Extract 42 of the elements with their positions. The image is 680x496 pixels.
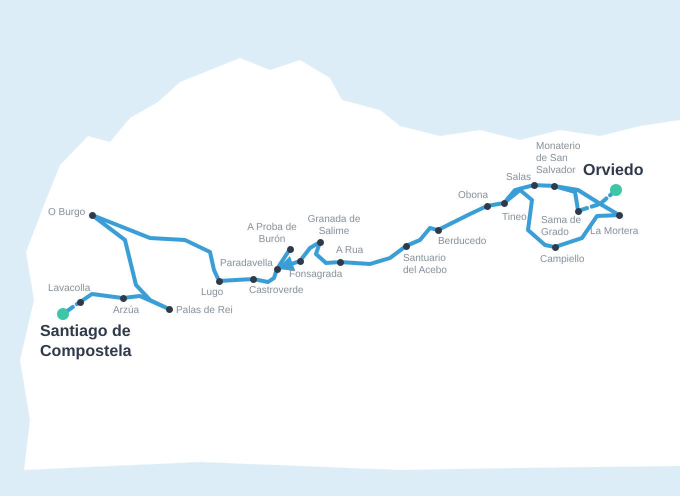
city-name: Orviedo [583,161,644,181]
route-line [220,277,252,283]
town-name: Sama de Grado [541,215,582,239]
route-line [555,185,580,210]
town-name: Santuario del Acebo [403,253,448,277]
town-name: Berducedo [438,236,486,248]
town-name: A Proba de Burón [247,222,297,246]
town-name: A Rua [336,245,364,257]
route-line [93,214,220,280]
town-name: Lugo [201,287,224,299]
route-line [276,250,290,268]
route-line [488,202,503,208]
route-line [80,292,122,302]
town-name: Paradavella [220,258,273,270]
route-line [342,246,406,266]
route-line [278,256,299,272]
route-line [579,192,614,212]
town-name: Fonsagrada [289,269,342,281]
town-name: Campiello [540,254,584,266]
route-line [504,188,554,248]
town-name: Castroverde [249,285,304,297]
town-name: Granada de Salime [306,214,362,238]
route-line [314,243,338,265]
route-line [536,183,552,188]
route-line [300,242,319,260]
town-name: Palas de Rei [176,305,233,317]
city-name: Santiago de Compostela [40,322,133,362]
town-name: Arzúa [113,305,140,317]
route-line [407,226,437,247]
town-name: Salas [506,172,532,184]
town-name: Tineo [502,212,527,224]
town-name: O Burgo [48,207,86,219]
route-line [254,270,278,284]
route-line [504,184,533,202]
town-name: Lavacolla [48,283,90,295]
route-line [439,206,486,230]
route-line [556,213,618,248]
route-line [124,294,168,310]
route-line [66,302,80,312]
town-name: Obona [458,190,488,202]
town-name: La Mortera [590,226,638,238]
route-line [556,184,618,216]
